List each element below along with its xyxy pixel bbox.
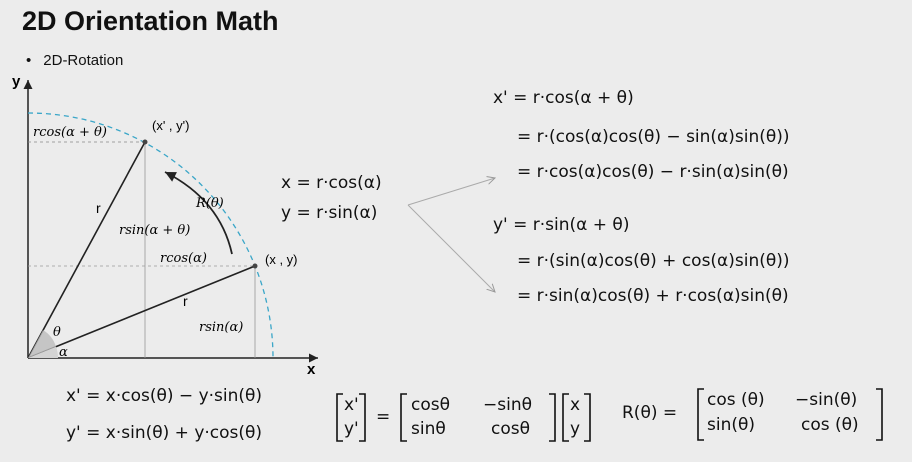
matrix-m11: cosθ	[411, 395, 451, 415]
vector-y: y	[570, 419, 581, 439]
matrix-m12: −sinθ	[483, 395, 532, 415]
yprime-line-1: y' = r·sin(α + θ)	[493, 215, 630, 235]
matrix-brackets	[336, 388, 883, 442]
label-r-upper: r	[96, 200, 101, 216]
vector-yprime: y'	[344, 419, 359, 439]
label-alpha: α	[59, 345, 68, 360]
label-theta: θ	[53, 325, 61, 340]
label-R-theta: R(θ)	[195, 196, 224, 211]
yprime-line-3: = r·sin(α)cos(θ) + r·cos(α)sin(θ)	[517, 286, 789, 306]
bullet-text: 2D-Rotation	[43, 52, 124, 69]
label-rsin-alpha: rsin(α)	[199, 320, 243, 335]
polar-y-equation: y = r·sin(α)	[281, 203, 378, 223]
point-original-label: (x , y)	[265, 252, 298, 267]
bottom-yprime-equation: y' = x·sin(θ) + y·cos(θ)	[66, 423, 263, 443]
label-r-lower: r	[183, 293, 188, 309]
polar-x-equation: x = r·cos(α)	[281, 173, 382, 193]
R-matrix-r21: sin(θ)	[707, 415, 756, 435]
R-matrix-r22: cos (θ)	[801, 415, 859, 435]
label-rcos-sum: rcos(α + θ)	[33, 125, 107, 140]
xprime-line-1: x' = r·cos(α + θ)	[493, 88, 634, 108]
arrow-to-y-derivation	[407, 204, 495, 292]
bullet-dot-icon: •	[26, 52, 32, 69]
R-matrix-r11: cos (θ)	[707, 390, 765, 410]
circle-arc	[27, 112, 274, 359]
vector-xprime: x'	[344, 395, 359, 415]
matrix-m22: cosθ	[491, 419, 531, 439]
bottom-xprime-equation: x' = x·cos(θ) − y·sin(θ)	[66, 386, 263, 406]
vector-rotated	[27, 141, 146, 359]
point-rotated	[142, 139, 148, 145]
yprime-line-2: = r·(sin(α)cos(θ) + cos(α)sin(θ))	[517, 251, 790, 271]
axis-y-label: y	[12, 73, 21, 90]
R-matrix-lhs: R(θ) =	[622, 403, 678, 423]
axis-x-label: x	[307, 361, 316, 378]
matrix-equals-sign: =	[376, 407, 391, 427]
R-matrix-r12: −sin(θ)	[795, 390, 858, 410]
alpha-sector	[28, 346, 59, 358]
vector-original	[27, 265, 256, 359]
bullet-item: • 2D-Rotation	[26, 52, 123, 69]
label-rcos-alpha: rcos(α)	[160, 251, 207, 266]
point-rotated-label: (x' , y')	[152, 118, 189, 133]
xprime-line-2: = r·(cos(α)cos(θ) − sin(α)sin(θ))	[517, 127, 790, 147]
point-original	[252, 263, 258, 269]
matrix-m21: sinθ	[411, 419, 446, 439]
vector-x: x	[570, 395, 581, 415]
rotation-arrow	[164, 171, 233, 255]
xprime-line-3: = r·cos(α)cos(θ) − r·sin(α)sin(θ)	[517, 162, 789, 182]
arrow-to-x-derivation	[407, 178, 495, 206]
label-rsin-sum: rsin(α + θ)	[119, 223, 190, 238]
slide-title: 2D Orientation Math	[22, 6, 279, 36]
theta-sector	[28, 330, 56, 358]
